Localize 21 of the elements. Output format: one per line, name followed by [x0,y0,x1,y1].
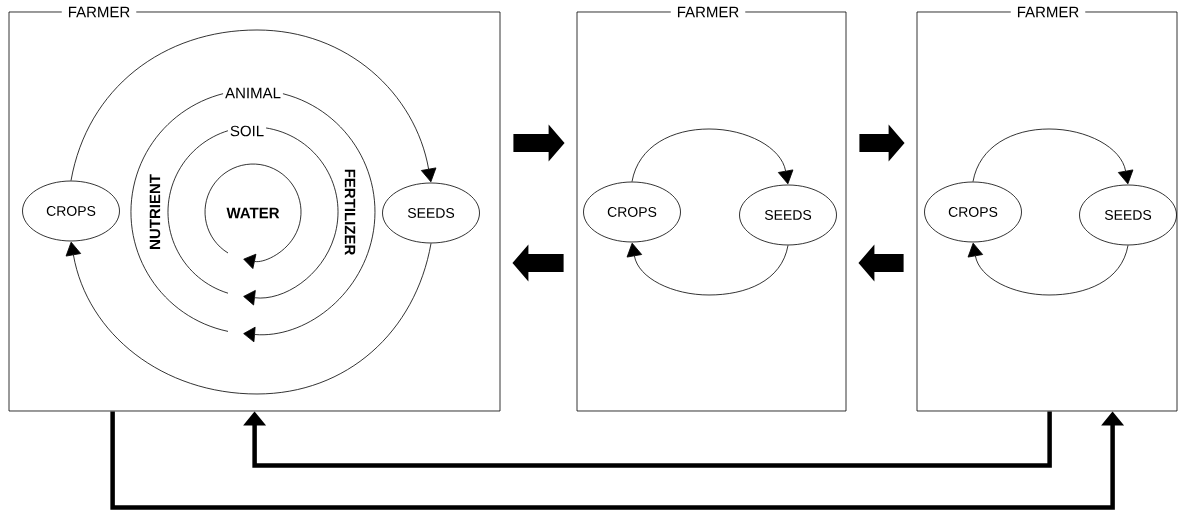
center-label: WATER [224,205,282,221]
curved-arrow [972,128,1134,185]
ring-label: SOIL [227,123,267,139]
ring-label: FERTILIZER [342,166,358,258]
curved-arrow [70,29,437,183]
curved-arrow [631,128,794,185]
curved-arrow [65,241,432,395]
elbow-arrow [243,411,1052,468]
oval-node: CROPS [583,181,681,243]
oval-node: CROPS [22,180,120,242]
box-heading: FARMER [670,5,746,19]
oval-node: SEEDS [1079,184,1177,246]
ring-label: ANIMAL [223,85,283,101]
oval-node: CROPS [924,181,1022,243]
ring-label: NUTRIENT [147,172,163,252]
oval-node: SEEDS [382,182,480,244]
oval-node: SEEDS [739,184,837,246]
box-heading: FARMER [61,5,137,19]
curved-arrow [967,242,1129,296]
curved-arrow [626,242,789,296]
box-heading: FARMER [1010,5,1086,19]
